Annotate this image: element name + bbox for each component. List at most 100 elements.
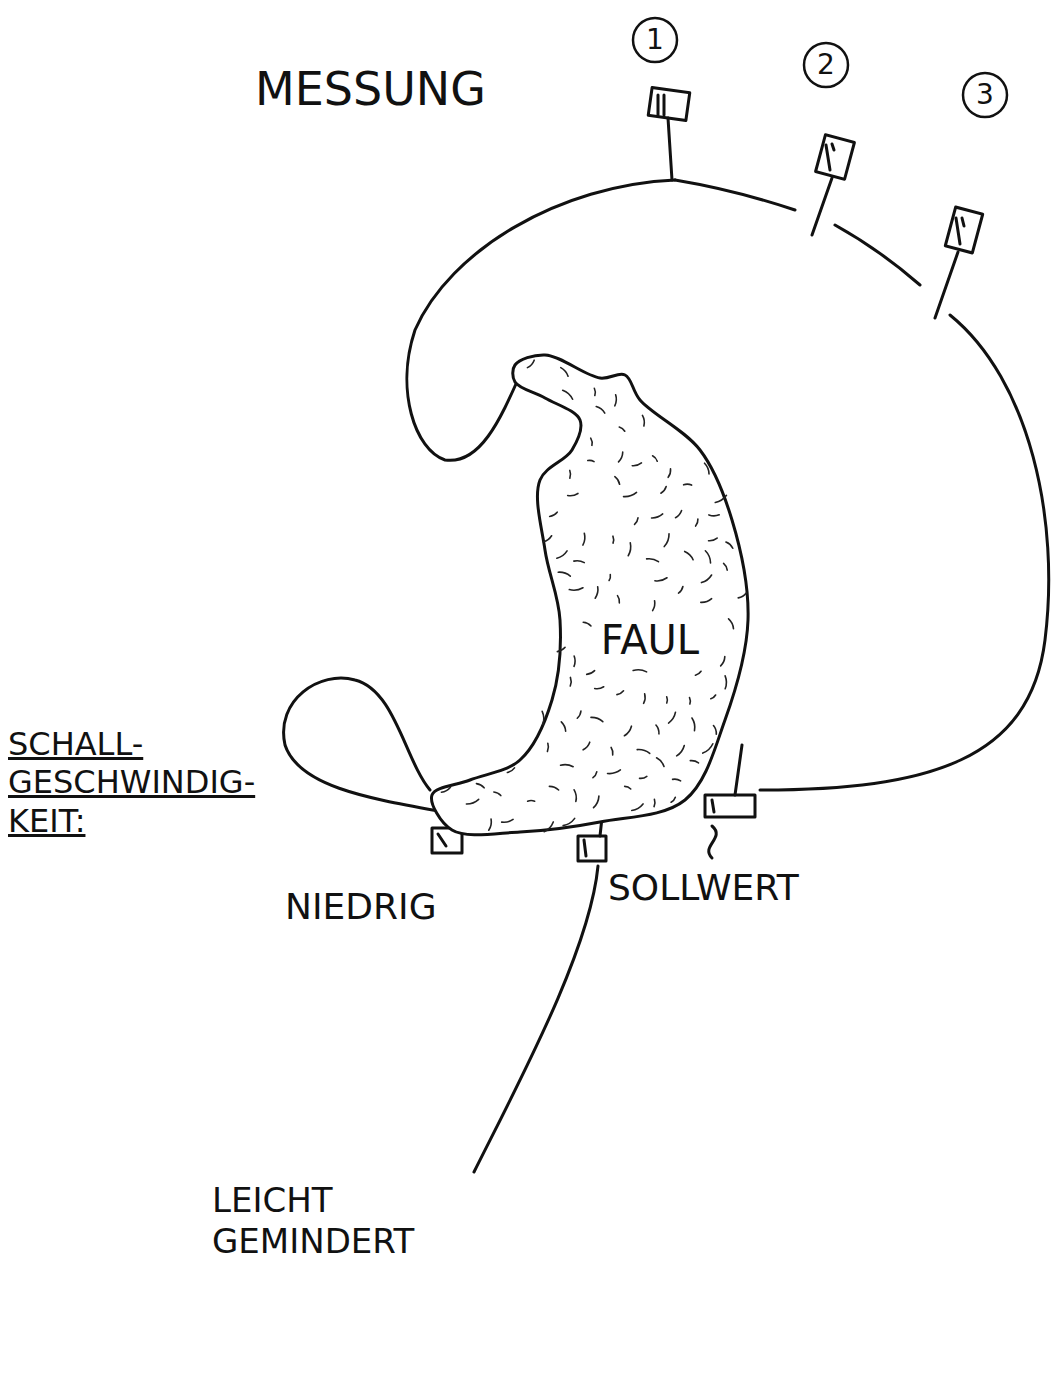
rot-speckle: [661, 486, 666, 493]
rot-speckle: [550, 512, 558, 516]
rot-speckle: [568, 493, 578, 495]
circle-outline: [963, 73, 1007, 117]
rot-speckle: [595, 687, 604, 689]
rot-speckle: [653, 456, 658, 461]
axis-label: SCHALL- GESCHWINDIG- KEIT:: [8, 725, 338, 840]
sensor: [935, 207, 983, 318]
rot-speckle: [574, 790, 576, 802]
rot-speckle: [489, 819, 492, 830]
rot-speckle: [441, 787, 450, 792]
title-label: MESSUNG: [255, 62, 486, 117]
rot-speckle: [583, 742, 590, 750]
rot-speckle: [642, 415, 644, 426]
leader-line: [709, 826, 717, 858]
rot-speckle: [647, 559, 659, 562]
rot-speckle: [632, 804, 643, 811]
circle-outline: [804, 43, 848, 87]
rot-speckle: [619, 452, 623, 462]
rot-speckle: [583, 533, 585, 545]
rot-speckle: [637, 750, 650, 754]
rot-speckle: [542, 711, 544, 724]
callout-circle: 1: [631, 16, 679, 64]
rot-speckle: [561, 765, 574, 767]
rot-speckle: [652, 514, 663, 518]
rot-speckle: [671, 797, 675, 802]
rot-speckle: [628, 543, 631, 556]
rot-speckle: [561, 368, 568, 377]
rot-speckle: [558, 572, 570, 576]
rot-speckle: [594, 388, 597, 395]
rot-speckle: [502, 819, 513, 822]
value-label: NIEDRIG: [285, 885, 437, 928]
rot-speckle: [653, 799, 656, 806]
rot-speckle: [666, 697, 668, 703]
rot-speckle: [595, 587, 598, 599]
rot-speckle: [569, 470, 571, 478]
rot-speckle: [664, 534, 669, 547]
callout-number: 3: [976, 81, 994, 109]
rot-speckle: [476, 784, 484, 788]
rot-speckle: [563, 390, 573, 399]
rot-speckle: [675, 511, 681, 518]
rot-speckle: [611, 747, 613, 755]
rot-speckle: [587, 671, 595, 675]
rot-speckle: [696, 519, 698, 526]
rot-speckle: [547, 743, 548, 751]
rot-speckle: [569, 588, 583, 590]
rot-speckle: [689, 698, 691, 704]
rot-speckle: [528, 800, 535, 802]
rot-speckle: [669, 712, 676, 723]
circle-outline: [633, 18, 677, 62]
rot-speckle: [677, 745, 685, 755]
rot-speckle: [695, 671, 701, 675]
rot-speckle: [612, 536, 614, 543]
rot-speckle: [692, 718, 695, 731]
callout-number: 2: [817, 51, 835, 79]
rot-speckle: [596, 407, 605, 414]
rot-speckle: [549, 786, 558, 790]
rot-speckle: [563, 818, 575, 825]
rot-speckle: [577, 711, 581, 718]
rot-speckle: [583, 622, 591, 626]
rot-speckle: [624, 492, 637, 496]
outline: [675, 180, 795, 210]
rot-speckle: [609, 575, 610, 581]
rot-speckle: [588, 460, 594, 461]
rot-speckle: [701, 575, 711, 583]
rot-speckle: [724, 563, 728, 570]
rot-speckle: [673, 779, 681, 781]
outline: [760, 315, 1049, 790]
rot-speckle: [624, 726, 631, 736]
rot-speckle: [713, 726, 716, 735]
callout-circle: 3: [961, 71, 1009, 119]
rot-region: FAUL: [425, 350, 770, 840]
rot-speckle: [561, 722, 565, 731]
rot-speckle: [644, 694, 646, 703]
rot-speckle: [543, 536, 551, 542]
rot-speckle: [617, 691, 624, 695]
rot-speckle: [655, 578, 667, 581]
rot-speckle: [615, 395, 617, 406]
rot-speckle: [569, 677, 572, 686]
rot-outline: [425, 350, 770, 840]
rot-speckle: [557, 647, 565, 651]
rot-speckle: [711, 695, 716, 699]
rot-speckle: [625, 786, 631, 789]
rot-speckle: [494, 792, 501, 796]
rot-speckle: [738, 593, 746, 598]
sensor: [648, 87, 690, 180]
value-label: SOLLWERT: [608, 866, 799, 909]
callout-circle: 2: [802, 41, 850, 89]
leader-line: [474, 866, 598, 1172]
callout-number: 1: [646, 26, 664, 54]
rot-speckle: [591, 438, 592, 445]
rot-speckle: [684, 483, 692, 486]
rot-speckle: [466, 799, 478, 804]
rot-speckle: [705, 463, 709, 474]
rot-speckle: [703, 744, 713, 753]
rot-speckle: [729, 619, 734, 629]
sensor: [812, 135, 854, 235]
rot-speckle: [705, 551, 710, 563]
rot-speckle: [557, 551, 567, 558]
